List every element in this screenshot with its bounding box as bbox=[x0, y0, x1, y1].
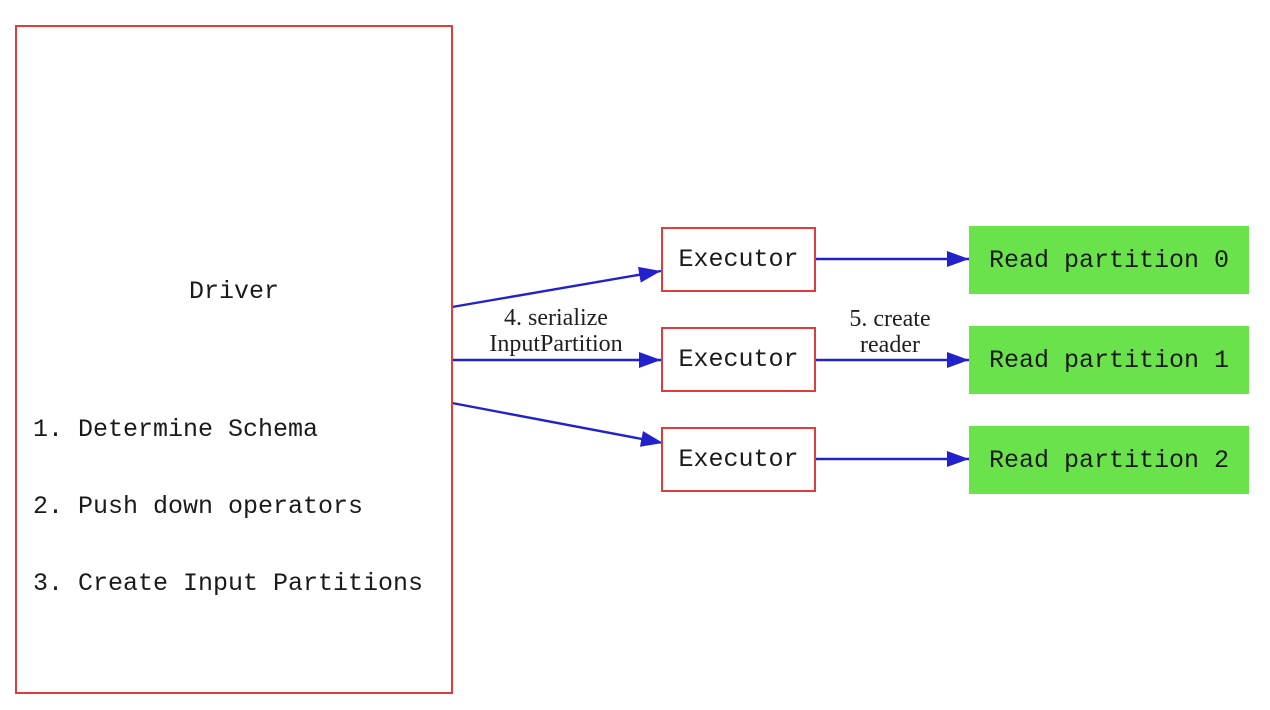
executor-box-3: Executor bbox=[661, 427, 816, 492]
driver-step-1: 1. Determine Schema bbox=[33, 414, 319, 444]
read-partition-label-1: Read partition 1 bbox=[988, 345, 1230, 375]
executor-label-1: Executor bbox=[678, 245, 799, 274]
edge-label-reader-line1: 5. create bbox=[849, 306, 931, 332]
driver-step-2: 2. Push down operators bbox=[33, 491, 364, 521]
read-partition-box-1: Read partition 1 bbox=[969, 326, 1249, 394]
edge-label-create-reader: 5. create reader bbox=[810, 306, 970, 358]
edge-label-reader-line2: reader bbox=[860, 332, 920, 358]
executor-label-2: Executor bbox=[678, 345, 799, 374]
edge-label-serialize-line2: InputPartition bbox=[489, 331, 623, 357]
read-partition-label-0: Read partition 0 bbox=[988, 245, 1230, 275]
arrow-driver-to-executor-1 bbox=[451, 266, 662, 309]
executor-box-1: Executor bbox=[661, 227, 816, 292]
driver-box bbox=[15, 25, 453, 694]
executor-label-3: Executor bbox=[678, 445, 799, 474]
read-partition-label-2: Read partition 2 bbox=[988, 445, 1230, 475]
driver-step-3: 3. Create Input Partitions bbox=[33, 569, 424, 599]
driver-steps: 1. Determine Schema 2. Push down operato… bbox=[33, 365, 423, 649]
read-partition-box-0: Read partition 0 bbox=[969, 226, 1249, 294]
arrow-driver-to-executor-3 bbox=[451, 401, 664, 447]
edge-label-serialize-inputpartition: 4. serialize InputPartition bbox=[446, 305, 666, 357]
edge-label-serialize-line1: 4. serialize bbox=[504, 305, 608, 331]
driver-title: Driver bbox=[188, 277, 279, 306]
executor-box-2: Executor bbox=[661, 327, 816, 392]
read-partition-box-2: Read partition 2 bbox=[969, 426, 1249, 494]
